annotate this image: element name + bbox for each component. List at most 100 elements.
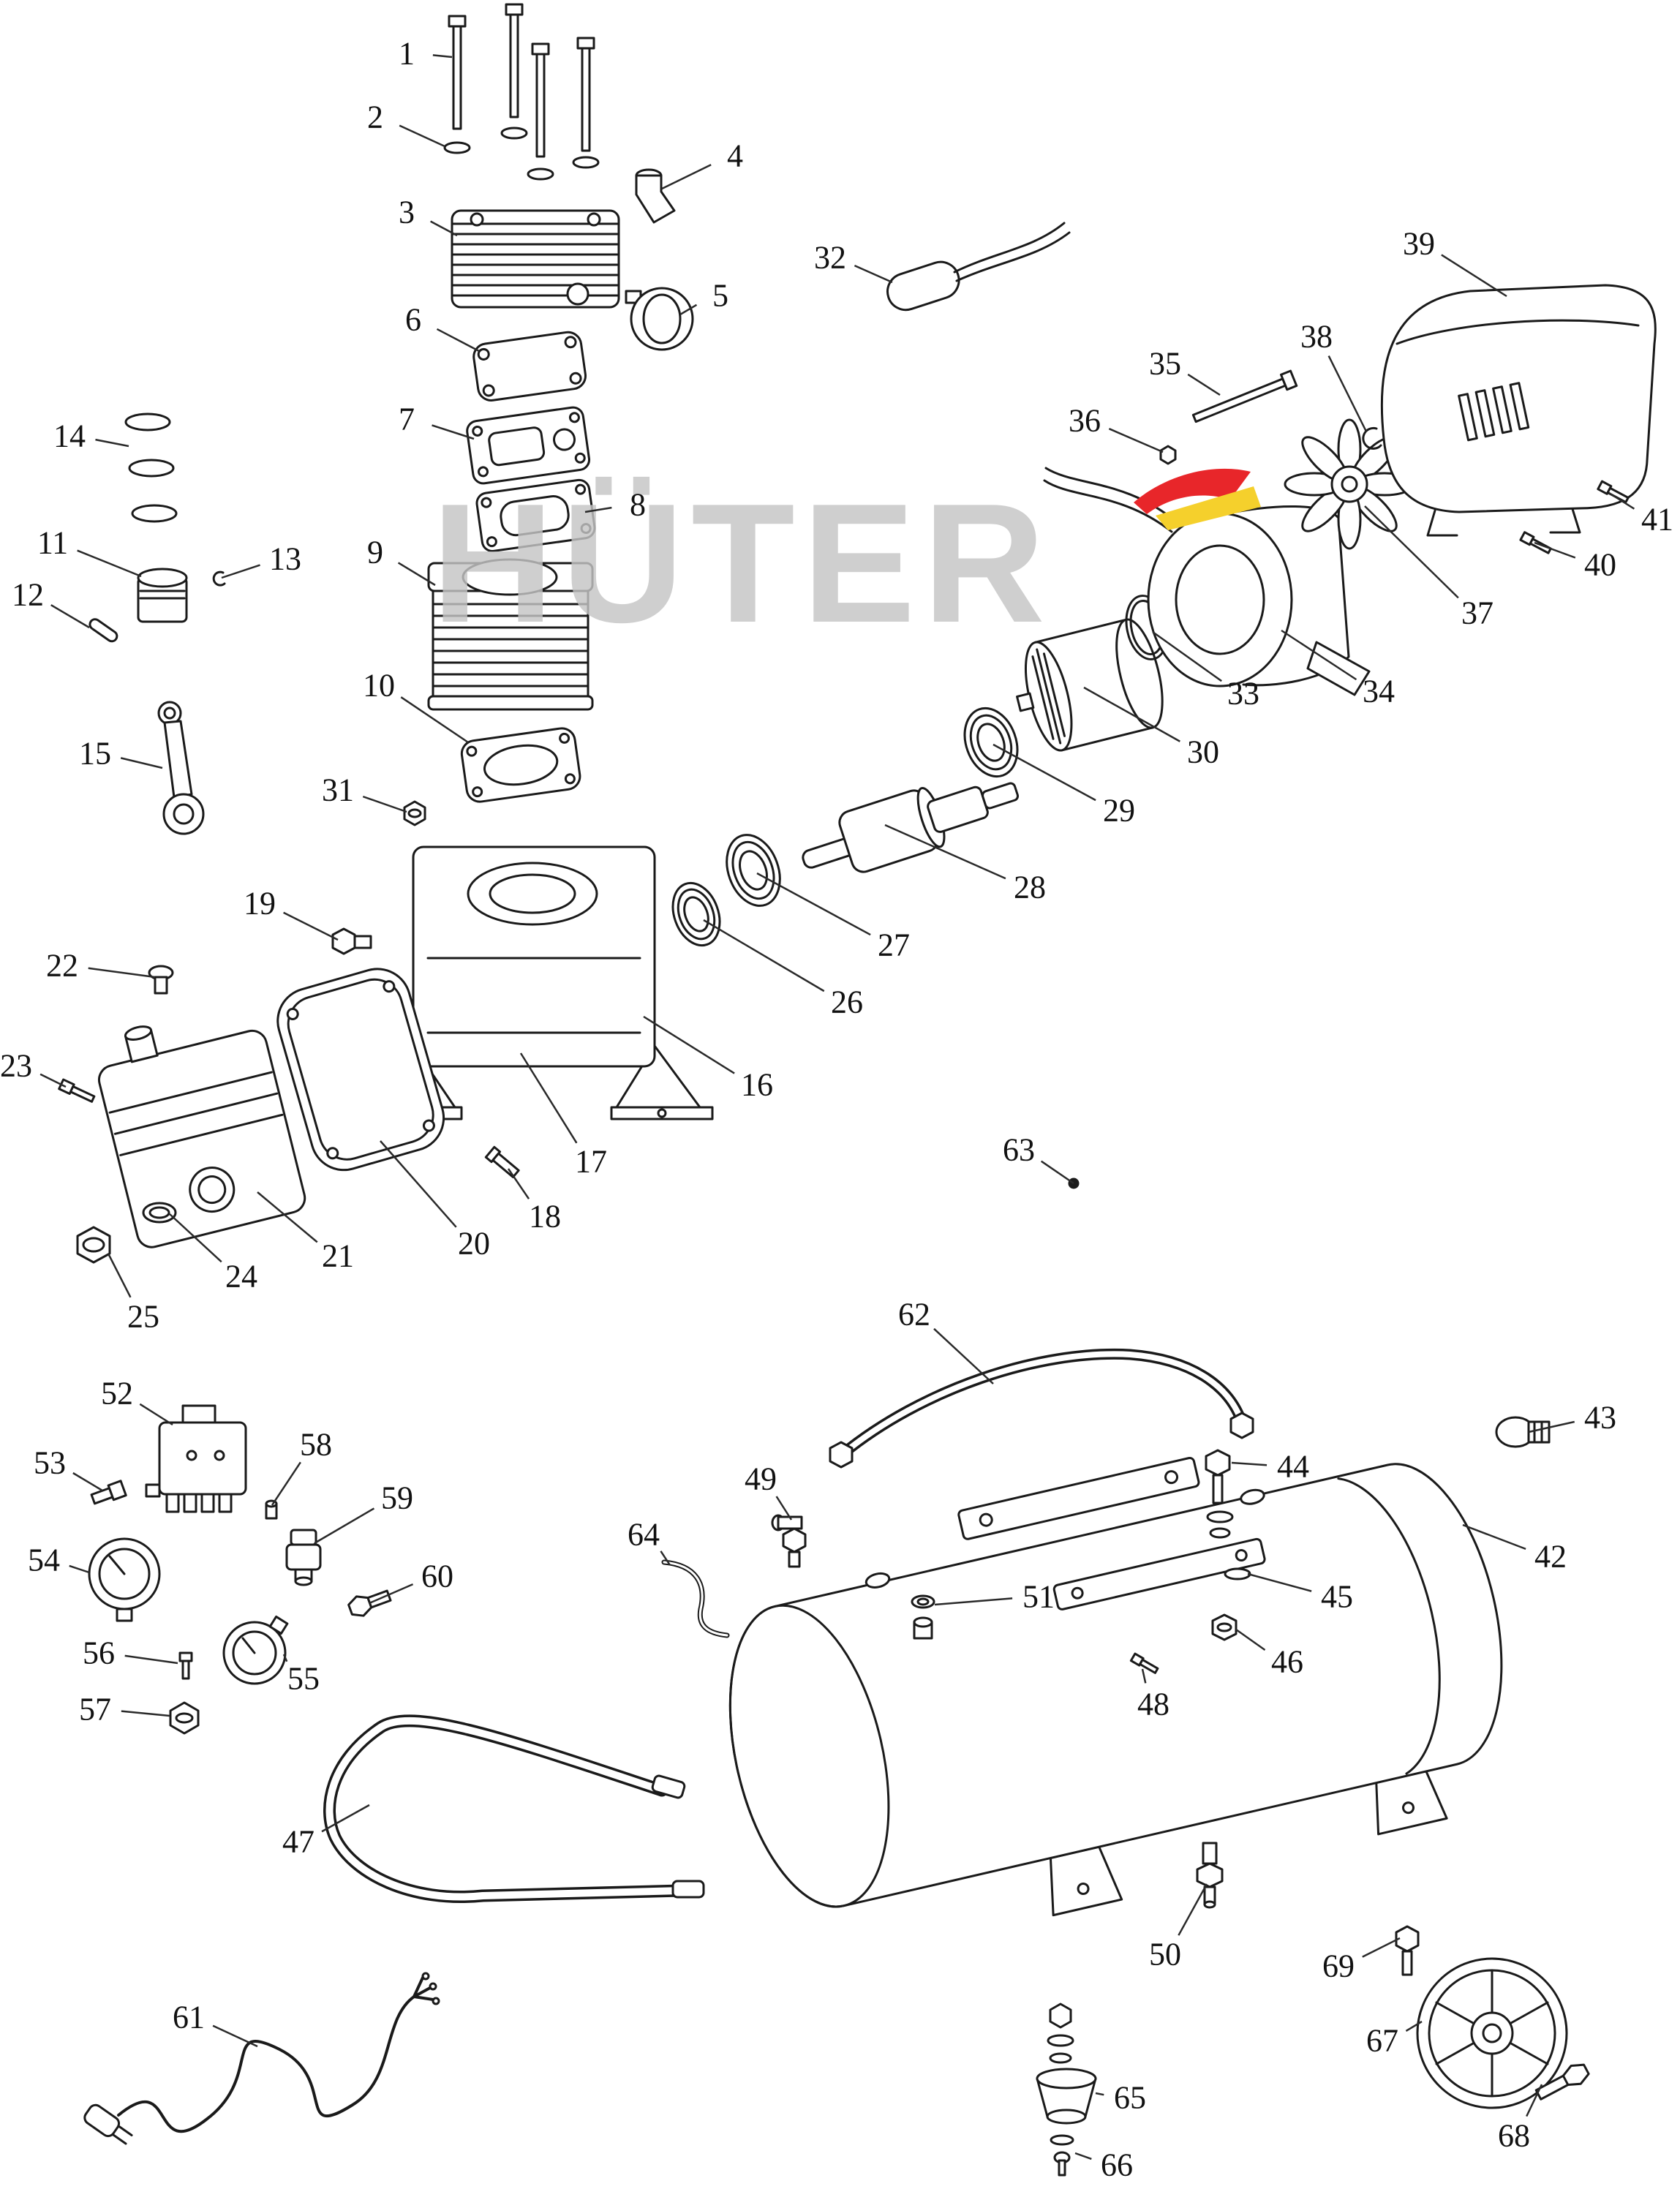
leader-line-21 xyxy=(257,1191,318,1243)
leader-line-16 xyxy=(643,1015,735,1074)
leader-line-65 xyxy=(1095,2092,1104,2096)
leader-line-1 xyxy=(432,54,453,59)
part-14-piston-rings xyxy=(124,412,178,523)
part-50-check-valve xyxy=(1196,1842,1224,1909)
part-13-circlip xyxy=(212,570,226,587)
part-62-outlet-pipe xyxy=(829,1348,1254,1469)
leader-line-44 xyxy=(1231,1461,1267,1466)
leader-line-9 xyxy=(397,562,436,587)
leader-line-53 xyxy=(72,1472,103,1492)
part-47-handle xyxy=(323,1714,705,1903)
part-21-crankcase-cover xyxy=(97,1025,306,1248)
part-23-bolt xyxy=(58,1078,96,1103)
leader-line-66 xyxy=(1074,2152,1092,2160)
part-27-bearing xyxy=(726,834,781,907)
part-68-axle-bolt xyxy=(1534,2063,1590,2101)
leader-line-42 xyxy=(1462,1523,1526,1551)
leader-line-23 xyxy=(39,1073,67,1088)
part-55-pressure-gauge xyxy=(222,1615,289,1685)
part-67-wheel xyxy=(1416,1957,1568,2109)
leader-line-46 xyxy=(1235,1628,1266,1651)
part-56-bolt xyxy=(178,1651,193,1680)
leader-line-41 xyxy=(1608,491,1635,510)
part-9-cylinder xyxy=(427,558,594,711)
part-32-capacitor xyxy=(886,222,1071,312)
part-28-crankshaft xyxy=(802,782,1020,873)
leader-line-47 xyxy=(321,1804,370,1833)
leader-line-12 xyxy=(50,604,90,629)
leader-line-45 xyxy=(1247,1572,1312,1592)
leader-line-38 xyxy=(1327,355,1368,432)
part-10-base-gasket xyxy=(460,727,581,803)
part-38-circlip xyxy=(1362,426,1382,450)
leader-line-29 xyxy=(992,743,1096,802)
part-45-washers xyxy=(1206,1510,1251,1580)
part-31-nut xyxy=(403,800,426,826)
leader-line-30 xyxy=(1083,686,1180,742)
leader-line-40 xyxy=(1534,541,1576,559)
part-25-oil-cap xyxy=(76,1226,111,1264)
leader-line-19 xyxy=(283,911,339,941)
leader-line-13 xyxy=(221,564,260,579)
leader-line-60 xyxy=(369,1583,414,1605)
leader-line-25 xyxy=(107,1253,132,1298)
part-66-washer-screw xyxy=(1050,2134,1074,2177)
leader-line-26 xyxy=(703,919,825,992)
part-57-nut xyxy=(169,1701,200,1735)
leader-line-32 xyxy=(854,264,893,284)
leader-line-22 xyxy=(88,967,156,979)
part-3-cylinder-head xyxy=(451,209,620,309)
leader-line-48 xyxy=(1141,1668,1147,1684)
leader-line-28 xyxy=(884,824,1006,880)
part-15-connecting-rod xyxy=(157,701,205,835)
leader-line-68 xyxy=(1526,2084,1543,2117)
leader-line-49 xyxy=(775,1496,793,1521)
part-18-screw xyxy=(484,1145,520,1178)
part-8-cylinder-gasket xyxy=(475,478,596,553)
part-59-regulator xyxy=(285,1529,322,1586)
leader-line-51 xyxy=(934,1597,1013,1606)
leader-line-57 xyxy=(121,1710,170,1717)
leader-line-27 xyxy=(756,872,871,936)
leader-line-2 xyxy=(399,124,445,148)
part-44-bolt xyxy=(1205,1449,1231,1504)
part-29-bearing xyxy=(963,707,1019,778)
part-37-fan xyxy=(1284,418,1415,550)
leader-line-17 xyxy=(519,1052,578,1144)
leader-line-43 xyxy=(1528,1420,1575,1433)
part-46-nut xyxy=(1211,1613,1238,1641)
part-69-bolt xyxy=(1395,1925,1420,1976)
part-35-long-bolt xyxy=(1191,369,1298,423)
part-26-bearing xyxy=(671,881,721,947)
leader-line-3 xyxy=(430,220,458,237)
leader-line-52 xyxy=(139,1403,173,1426)
leader-line-36 xyxy=(1108,428,1164,453)
part-22-oil-plug xyxy=(148,965,174,995)
leader-line-67 xyxy=(1405,2020,1423,2032)
leader-line-14 xyxy=(95,438,129,448)
leader-line-8 xyxy=(584,506,612,513)
leader-line-37 xyxy=(1364,505,1459,599)
leader-line-6 xyxy=(436,328,480,353)
part-48-screw xyxy=(1129,1652,1159,1674)
part-64-tube xyxy=(661,1559,730,1638)
part-20-cover-gasket xyxy=(276,968,445,1172)
leader-line-63 xyxy=(1040,1160,1074,1185)
leader-line-59 xyxy=(314,1507,375,1545)
leader-line-33 xyxy=(1152,630,1222,682)
leader-line-10 xyxy=(400,696,469,744)
part-61-power-cord xyxy=(83,1972,440,2145)
leader-line-54 xyxy=(69,1564,90,1574)
leader-line-50 xyxy=(1178,1883,1208,1936)
leader-line-35 xyxy=(1187,373,1221,396)
part-1-head-bolts xyxy=(448,3,595,158)
leader-line-5 xyxy=(679,304,698,316)
part-11-piston xyxy=(137,568,188,623)
part-7-valve-plate xyxy=(466,406,591,485)
part-30-rotor xyxy=(1016,618,1164,752)
leader-line-11 xyxy=(77,549,142,578)
part-41-screw xyxy=(1597,480,1630,504)
